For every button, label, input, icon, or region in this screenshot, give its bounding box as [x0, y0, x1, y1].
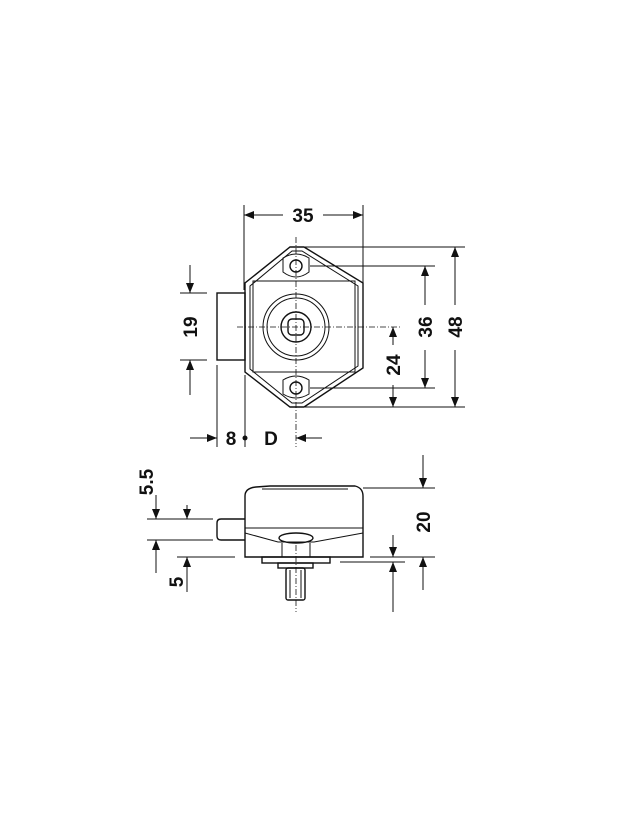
dim-8: 8 — [226, 429, 237, 450]
dim-19: 19 — [181, 316, 202, 337]
bottom-screw-lug — [282, 375, 310, 399]
dim-35: 35 — [292, 206, 314, 227]
housing-inner-outline — [249, 250, 359, 404]
top-screw-lug — [282, 253, 310, 278]
dim-48: 48 — [446, 316, 467, 337]
body-outline — [244, 485, 364, 558]
side-view: 20 5 5.5 5 — [137, 455, 435, 612]
release-button — [278, 532, 314, 544]
dim-36: 36 — [416, 316, 437, 337]
side-bolt — [216, 518, 245, 541]
dim-20: 20 — [414, 511, 435, 532]
dim-5: 5 — [167, 576, 188, 587]
inner-square — [252, 280, 356, 373]
nut — [277, 562, 314, 569]
bolt — [216, 292, 246, 361]
top-view: 35 19 36 48 24 8 D — [180, 205, 467, 450]
dim-5-5: 5.5 — [137, 468, 158, 495]
threaded-screw — [285, 567, 306, 601]
reference-dot — [242, 435, 248, 441]
dim-24: 24 — [384, 354, 405, 376]
dim-D: D — [264, 429, 278, 450]
